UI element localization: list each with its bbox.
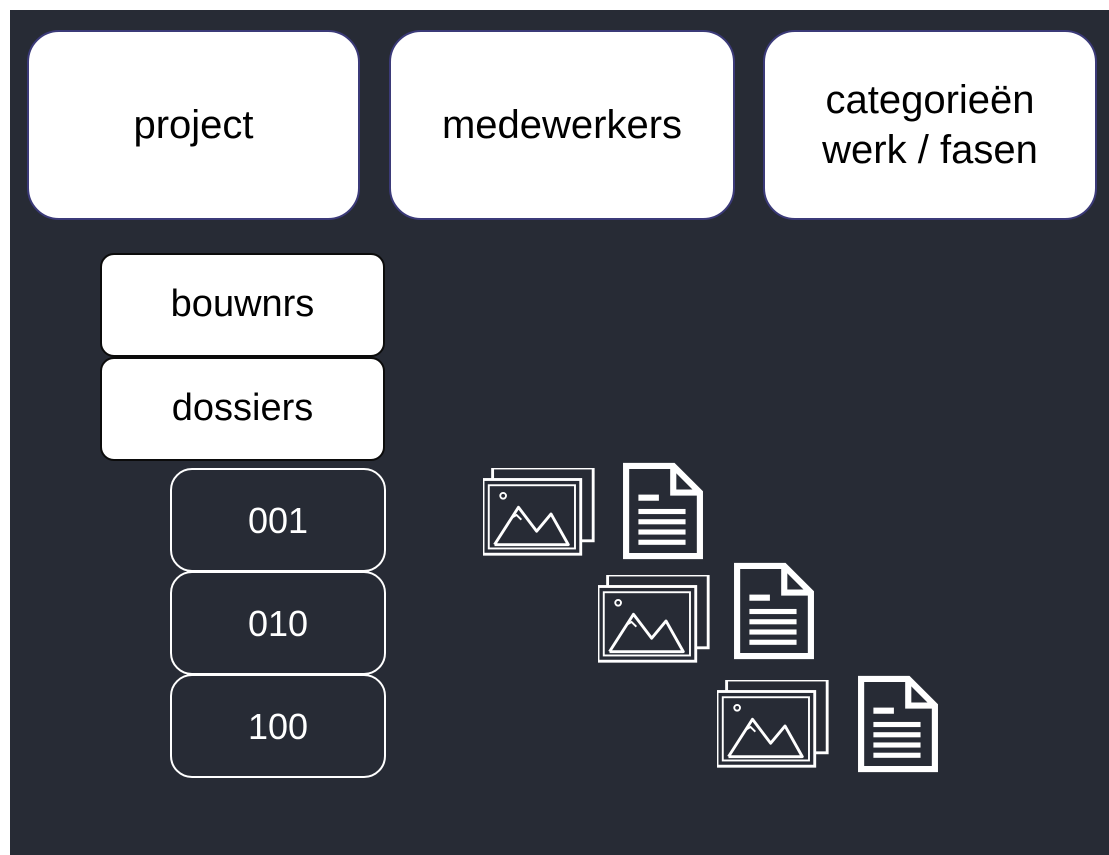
document-icon [737, 566, 811, 656]
number-label-001: 001 [247, 499, 309, 541]
medewerkers-box: medewerkers [389, 30, 735, 220]
image-stack-icon [598, 575, 710, 663]
categories-box: categorieën werk / fasen [763, 30, 1097, 220]
categories-label-line2: werk / fasen [822, 128, 1038, 172]
categories-label-line1: categorieën [825, 78, 1035, 122]
bouwnrs-label: bouwnrs [170, 283, 315, 326]
project-label: project [133, 103, 254, 147]
dossiers-box: dossiers [100, 357, 385, 461]
project-box: project [27, 30, 360, 220]
number-label-100: 100 [247, 705, 309, 747]
medewerkers-label: medewerkers [441, 103, 683, 147]
document-icon [626, 466, 700, 556]
dossiers-label: dossiers [171, 387, 314, 430]
number-box-100: 100 [170, 674, 386, 778]
bouwnrs-box: bouwnrs [100, 253, 385, 357]
image-stack-icon [717, 680, 829, 768]
number-label-010: 010 [247, 602, 309, 644]
image-stack-icon [483, 468, 595, 556]
document-icon [861, 679, 935, 769]
